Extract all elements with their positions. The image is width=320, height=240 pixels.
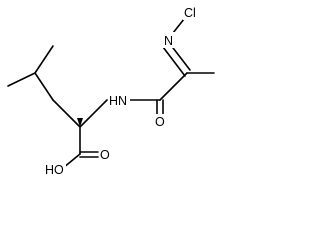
atom-labels: Cl N HN O O HO [44, 4, 203, 177]
atom-chlorine: Cl [184, 6, 196, 20]
bonds [7, 13, 215, 169]
bond-nh-calpha [79, 99, 108, 128]
atom-acid-carbonyl-oxygen: O [100, 148, 110, 162]
bond-ch-methyl-left [7, 72, 36, 87]
bond-ch-methyl-up [34, 45, 54, 74]
atom-imine-nitrogen: N [164, 34, 173, 48]
bond-c-n-double-a [162, 46, 186, 77]
bond-ch2-ch [34, 72, 54, 101]
atom-acid-hydroxyl: HO [45, 163, 64, 177]
bond-c-n-double-b [169, 43, 191, 71]
bond-calpha-ch2 [52, 99, 81, 128]
bond-c-c-carbonyl [159, 72, 188, 101]
stereo-wedge [77, 118, 83, 127]
atom-amide-oxygen: O [155, 115, 165, 129]
structure-diagram: Cl N HN O O HO [7, 4, 215, 177]
atom-amide-nitrogen: HN [109, 94, 127, 108]
